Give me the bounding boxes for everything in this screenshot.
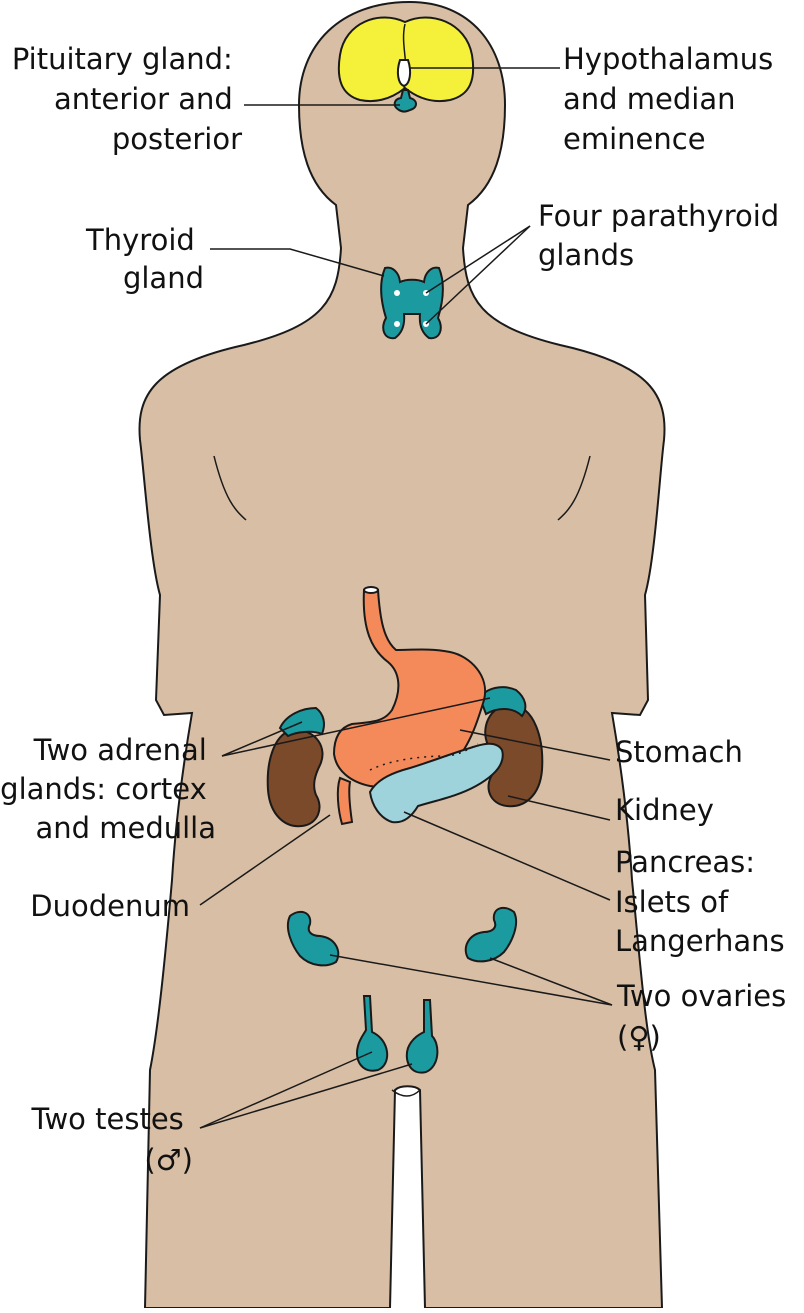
pancreas-shape	[368, 742, 504, 824]
hypothalamus-shape	[396, 59, 412, 88]
testis-right-shape	[405, 999, 439, 1074]
leader-testis-2	[199, 1063, 413, 1129]
leader-ovary-1	[329, 954, 613, 1006]
pituitary-shape	[393, 89, 417, 113]
adrenal-right-shape	[478, 686, 527, 718]
label-hypothalamus: Hypothalamus and median eminence	[563, 42, 782, 156]
shoulder-line-right	[557, 455, 591, 521]
label-pancreas: Pancreas: Islets of Langerhans	[615, 845, 785, 958]
duodenum-shape	[336, 776, 354, 826]
kidney-left-shape	[266, 728, 324, 828]
leader-thyroid	[210, 248, 385, 277]
parathyroid-dot-1	[394, 290, 400, 296]
label-stomach: Stomach	[615, 735, 743, 769]
label-testes: Two testes (♂)	[31, 1102, 193, 1177]
shoulder-line-left	[213, 455, 247, 521]
testis-left-shape	[356, 995, 388, 1072]
navel-line	[391, 1089, 421, 1097]
leader-ovary-2	[489, 957, 613, 1006]
label-thyroid: Thyroid gland	[85, 223, 204, 295]
ovary-left-shape	[286, 910, 340, 967]
label-pituitary: Pituitary gland: anterior and posterior	[12, 42, 242, 156]
label-kidney: Kidney	[615, 793, 714, 827]
leader-stomach	[459, 729, 611, 761]
thyroid-gland-shape	[380, 266, 444, 340]
kidney-right-shape	[484, 703, 544, 808]
parathyroid-dot-3	[394, 321, 400, 327]
label-ovaries: Two ovaries (♀)	[616, 979, 795, 1054]
label-duodenum: Duodenum	[30, 889, 190, 923]
esophagus-opening	[363, 586, 379, 594]
leader-duodenum	[199, 814, 331, 906]
leader-adrenal-2	[221, 697, 491, 757]
label-parathyroid: Four parathyroid glands	[538, 199, 788, 272]
leader-parathyroid-2	[425, 225, 531, 325]
leader-testis-1	[199, 1051, 373, 1129]
leader-adrenal-1	[221, 721, 303, 757]
label-adrenal: Two adrenal glands: cortex and medulla	[0, 733, 216, 845]
leader-parathyroid-1	[425, 225, 531, 294]
leader-pancreas	[403, 811, 611, 901]
leader-kidney	[507, 795, 611, 821]
ovary-right-shape	[464, 906, 518, 963]
